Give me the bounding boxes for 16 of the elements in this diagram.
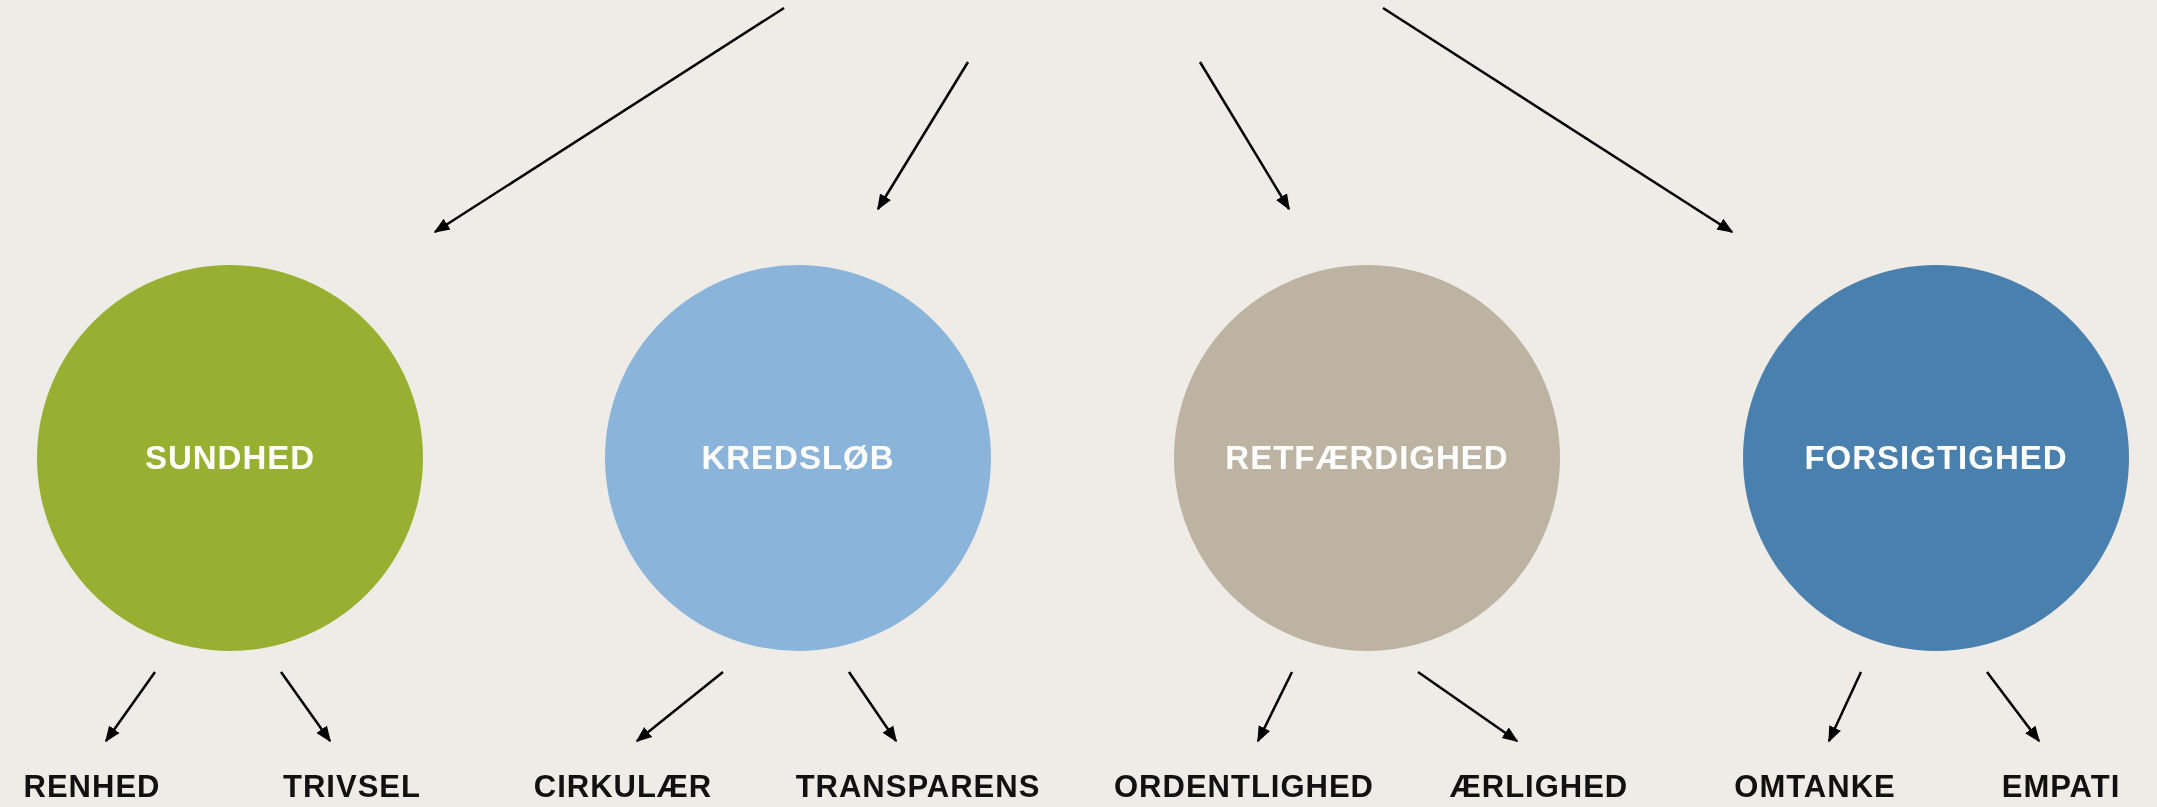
arrow	[876, 61, 970, 211]
category-label: KREDSLØB	[701, 439, 895, 477]
arrow	[105, 671, 156, 743]
arrow	[1417, 670, 1519, 743]
arrow	[1986, 671, 2040, 743]
arrow	[1382, 6, 1734, 234]
arrow	[1827, 671, 1863, 743]
arrow	[847, 671, 898, 743]
arrow	[635, 671, 724, 742]
category-label: RETFÆRDIGHED	[1225, 439, 1509, 477]
arrow	[1256, 671, 1294, 743]
arrow	[280, 671, 331, 743]
category-label: FORSIGTIGHED	[1804, 439, 2068, 477]
arrow	[1198, 61, 1291, 211]
arrow	[433, 6, 785, 234]
category-label: SUNDHED	[144, 439, 316, 477]
